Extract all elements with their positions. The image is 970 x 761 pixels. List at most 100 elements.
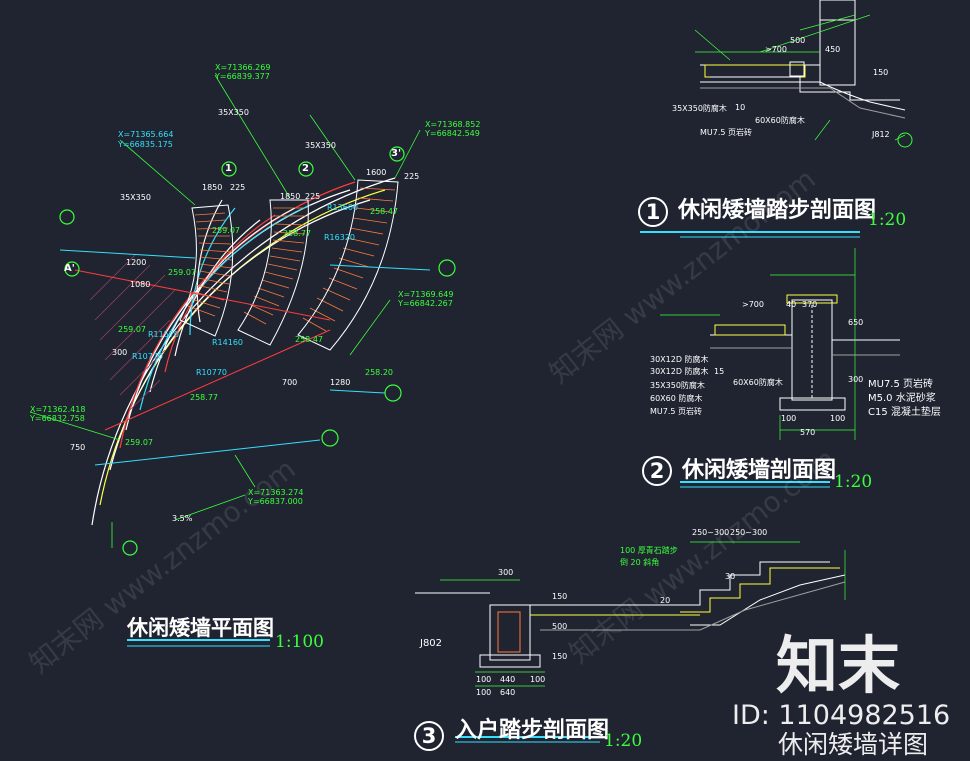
section-2-title: 休闲矮墙剖面图 <box>682 458 837 483</box>
s2-material-1: MU7.5 页岩砖 <box>868 379 934 390</box>
dim-225-c: 225 <box>404 172 420 181</box>
section-3-drawing <box>415 541 846 743</box>
s2-dim-370: 370 <box>802 300 818 309</box>
section-1-title: 休闲矮墙踏步剖面图 <box>678 198 877 223</box>
marker-3: 3' <box>391 148 402 159</box>
dim-1600: 1600 <box>366 168 387 177</box>
s1-dim-10: 10 <box>735 103 746 112</box>
dim-1200: 1200 <box>126 258 147 267</box>
s3-label-2: 倒 20 斜角 <box>620 558 660 567</box>
section-3-number: 3 <box>414 721 444 751</box>
s3-dim-300: 300 <box>498 568 514 577</box>
s3-dim-250a: 250~300 <box>692 528 730 537</box>
s1-label-3: MU7.5 页岩砖 <box>700 128 753 137</box>
s2-dim-15: 15 <box>714 367 725 376</box>
s3-dim-30: 30 <box>725 572 736 581</box>
s2-label-1: 30X12D 防腐木 <box>650 355 709 364</box>
elev-8: 259.07 <box>118 325 146 334</box>
coord-c-y: Y=66842.549 <box>425 129 480 138</box>
elev-3: 258.47 <box>370 207 398 216</box>
dim-700: 700 <box>282 378 298 387</box>
s2-dim-100a: 100 <box>781 414 797 423</box>
plan-title: 休闲矮墙平面图 <box>127 616 274 640</box>
s1-label-1: 35X350防腐木 <box>672 104 727 113</box>
radius-6: R10770 <box>196 368 228 377</box>
watermark-logo: 知末 <box>776 629 901 702</box>
radius-5: R14160 <box>212 338 244 347</box>
s3-dim-150a: 150 <box>552 592 568 601</box>
plan-scale: 1:100 <box>275 632 324 652</box>
section-2-scale: 1:20 <box>834 472 873 492</box>
plan-view <box>29 74 456 556</box>
section-3-title: 入户踏步剖面图 <box>455 718 610 743</box>
coord-c-x: X=71368.852 <box>425 120 481 129</box>
coord-b-x: X=71366.269 <box>215 63 271 72</box>
coord-d-x: X=71369.649 <box>398 290 454 299</box>
s1-label-2: 60X60防腐木 <box>755 116 805 125</box>
elev-6: 258.77 <box>190 393 218 402</box>
coord-f-y: Y=66837.000 <box>248 497 303 506</box>
marker-2: 2 <box>302 163 309 174</box>
watermark-id: ID: 1104982516 <box>732 700 951 731</box>
s2-dim-650: 650 <box>848 318 864 327</box>
s1-dim-700: >700 <box>765 45 787 54</box>
section-1-drawing <box>640 0 913 238</box>
s3-dim-250b: 250~300 <box>730 528 768 537</box>
dim-1850-b: 1850 <box>280 192 301 201</box>
coord-d-y: Y=66842.267 <box>398 299 453 308</box>
radius-3: R11570 <box>148 330 180 339</box>
coord-a-x: X=71365.664 <box>118 130 174 139</box>
s2-label-4: 60X60 防腐木 <box>650 394 703 403</box>
elev-4: 258.20 <box>365 368 393 377</box>
s3-dim-150b: 150 <box>552 652 568 661</box>
s2-dim-300: 300 <box>848 375 864 384</box>
dim-1080: 1080 <box>130 280 151 289</box>
size-label-1: 35X350 <box>120 193 151 202</box>
s3-dim-20: 20 <box>660 596 671 605</box>
s1-label-4: J812 <box>872 130 890 139</box>
radius-1: R13600 <box>327 203 359 212</box>
section-3-scale: 1:20 <box>604 731 643 751</box>
dim-750: 750 <box>70 443 86 452</box>
s3-dim-100a: 100 <box>476 675 492 684</box>
s2-label-3: 35X350防腐木 <box>650 381 705 390</box>
s3-dim-100c: 100 <box>476 688 492 697</box>
s2-dim-700: >700 <box>742 300 764 309</box>
coord-f-x: X=71363.274 <box>248 488 304 497</box>
s3-dim-500: 500 <box>552 622 568 631</box>
s2-label-5: MU7.5 页岩砖 <box>650 407 703 416</box>
dim-225-a: 225 <box>230 183 246 192</box>
s1-dim-150: 150 <box>873 68 889 77</box>
s1-dim-450: 450 <box>825 45 841 54</box>
s3-j802: J802 <box>420 638 443 649</box>
size-label-3: 35X350 <box>305 141 336 150</box>
s3-dim-100b: 100 <box>530 675 546 684</box>
coord-e-x: X=71362.418 <box>30 405 86 414</box>
elev-1: 259.07 <box>212 226 240 235</box>
size-label-2: 35X350 <box>218 108 249 117</box>
elev-2: 258.77 <box>283 229 311 238</box>
radius-2: R16320 <box>324 233 356 242</box>
section-2-drawing <box>660 248 900 488</box>
coord-e-y: Y=66832.758 <box>30 414 85 423</box>
s1-dim-500: 500 <box>790 36 806 45</box>
dim-300: 300 <box>112 348 128 357</box>
section-1-scale: 1:20 <box>868 210 907 230</box>
s2-dim-570: 570 <box>800 428 816 437</box>
elev-9: 259.07 <box>125 438 153 447</box>
s2-material-3: C15 混凝土垫层 <box>868 407 941 418</box>
s3-dim-440: 440 <box>500 675 516 684</box>
dim-1850-a: 1850 <box>202 183 223 192</box>
elev-5: 259.07 <box>168 268 196 277</box>
s2-label-2: 30X12D 防腐木 <box>650 367 709 376</box>
dim-1280: 1280 <box>330 378 351 387</box>
section-1-number: 1 <box>638 197 668 227</box>
s2-dim-40: 40 <box>786 300 797 309</box>
watermark-caption: 休闲矮墙详图 <box>778 730 929 759</box>
slope-label: 3.5% <box>172 514 193 523</box>
s3-dim-640: 640 <box>500 688 516 697</box>
s3-label-1: 100 厚青石踏步 <box>620 546 678 555</box>
dim-225-b: 225 <box>305 192 321 201</box>
